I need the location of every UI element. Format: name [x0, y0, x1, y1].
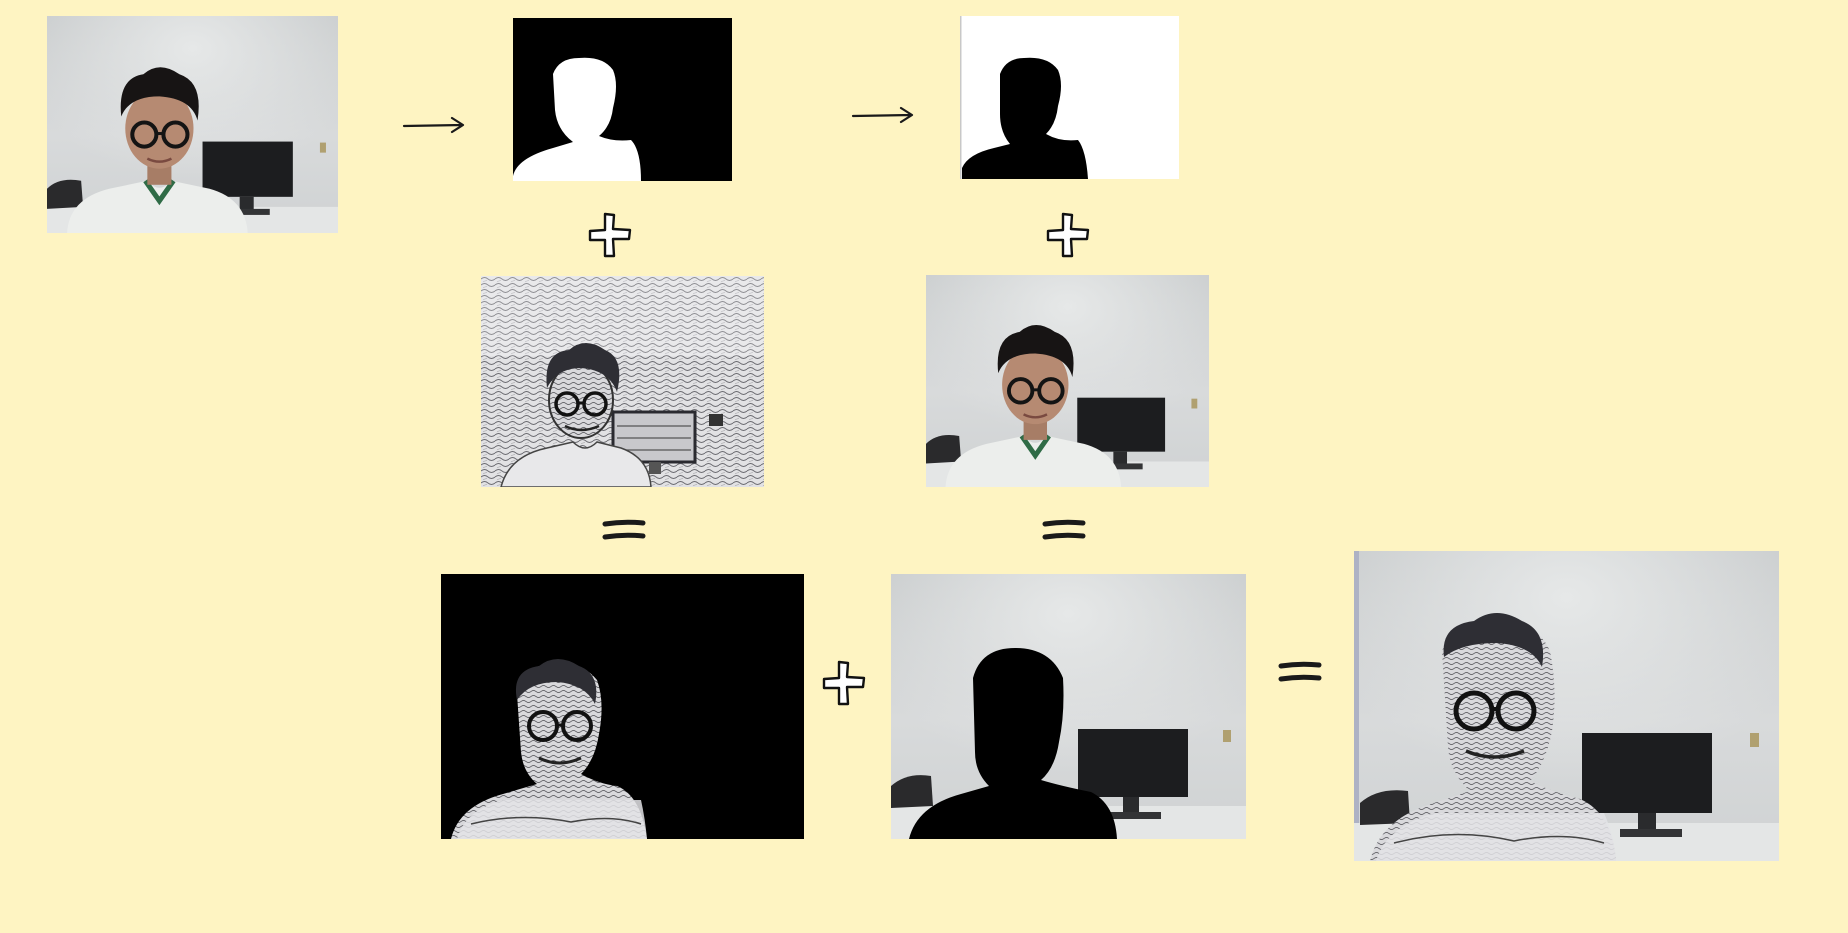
- equals-icon: [602, 518, 646, 544]
- stylized-sketch-photo: [481, 276, 764, 487]
- plus-icon: [821, 660, 867, 706]
- arrow-right-icon: [402, 113, 466, 137]
- arrow-right-icon: [851, 104, 915, 128]
- composite-result: [1354, 551, 1779, 861]
- person-mask: [513, 18, 732, 181]
- masked-foreground: [441, 574, 804, 839]
- plus-icon: [587, 212, 633, 258]
- original-photo-copy: [926, 275, 1209, 487]
- equals-icon: [1042, 518, 1086, 544]
- equals-icon: [1278, 660, 1322, 686]
- inverted-mask: [960, 16, 1179, 179]
- masked-background: [891, 574, 1246, 839]
- input-photo: [47, 16, 338, 233]
- plus-icon: [1045, 212, 1091, 258]
